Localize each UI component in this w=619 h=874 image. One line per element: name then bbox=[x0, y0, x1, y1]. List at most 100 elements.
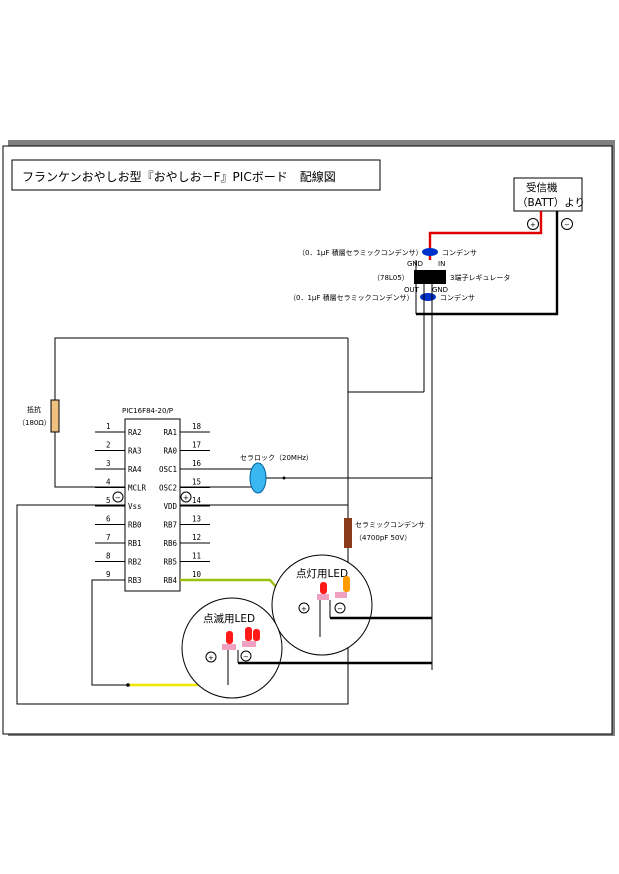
pin-number: 15 bbox=[192, 478, 201, 487]
vss-minus-sign: − bbox=[115, 494, 121, 502]
bottom-capacitor-name: コンデンサ bbox=[440, 293, 475, 302]
blink-led-plus: + bbox=[208, 654, 214, 662]
pin-number: 3 bbox=[106, 459, 111, 468]
vss-ground-loop bbox=[16, 504, 349, 705]
blink-led-red2 bbox=[245, 627, 252, 641]
pin-label: RB7 bbox=[163, 521, 177, 530]
resistor bbox=[50, 399, 60, 433]
blink-led-minus: − bbox=[243, 653, 249, 661]
pin-number: 7 bbox=[106, 533, 111, 542]
pin-label: RA1 bbox=[163, 428, 177, 437]
voltage-regulator bbox=[414, 270, 446, 284]
chip-name: PIC16F84-20/P bbox=[122, 407, 173, 415]
pin-label: RB6 bbox=[163, 539, 177, 548]
pin-label: OSC2 bbox=[159, 484, 177, 493]
pin-number: 11 bbox=[192, 552, 201, 561]
top-capacitor bbox=[422, 248, 438, 256]
pin-number: 8 bbox=[106, 552, 111, 561]
receiver-plus-marker bbox=[527, 218, 539, 230]
vdd-top-rail bbox=[54, 337, 348, 400]
pin-number: 2 bbox=[106, 441, 111, 450]
pin-number: 17 bbox=[192, 441, 201, 450]
receiver-line2: （BATT）より bbox=[517, 197, 585, 209]
pin-number: 14 bbox=[192, 496, 202, 505]
vdd-plus-sign: + bbox=[183, 494, 189, 502]
pic-chip bbox=[124, 418, 181, 592]
pin-label: RA4 bbox=[128, 465, 142, 474]
on-led-base bbox=[335, 592, 347, 598]
pin-label: OSC1 bbox=[159, 465, 177, 474]
pin-label: RA2 bbox=[128, 428, 142, 437]
pin-label: RB3 bbox=[128, 576, 142, 585]
on-led-orange bbox=[343, 576, 350, 592]
pin-label: VDD bbox=[163, 502, 177, 511]
pin-label: Vss bbox=[128, 502, 142, 511]
pin-number: 10 bbox=[192, 570, 202, 579]
receiver-plus-sign: + bbox=[530, 221, 536, 229]
ceralock bbox=[249, 462, 267, 494]
blink-led-red bbox=[226, 631, 233, 644]
pin-label: RA3 bbox=[128, 447, 142, 456]
resistor-value: （180Ω） bbox=[18, 419, 51, 427]
regulator-name: 3端子レギュレータ bbox=[450, 273, 510, 282]
pin-label: MCLR bbox=[128, 484, 147, 493]
blink-led-label: 点滅用LED bbox=[203, 613, 255, 625]
receiver-box bbox=[513, 177, 583, 212]
pin-label: RB5 bbox=[163, 558, 177, 567]
bottom-capacitor bbox=[420, 293, 436, 301]
pin-number: 13 bbox=[192, 515, 201, 524]
top-capacitor-name: コンデンサ bbox=[442, 248, 477, 257]
ceramic-capacitor bbox=[344, 518, 352, 548]
receiver-minus-sign: − bbox=[564, 221, 570, 229]
title-box bbox=[11, 159, 381, 191]
regulator-gnd-top: GND bbox=[407, 260, 423, 268]
blink-led-red3 bbox=[253, 629, 260, 641]
bottom-capacitor-desc: （0．1μF 積層セラミックコンデンサ） bbox=[289, 293, 414, 302]
receiver-line1: 受信機 bbox=[526, 181, 558, 194]
on-led-base bbox=[317, 594, 329, 600]
junction bbox=[282, 476, 286, 480]
ceramic-cap-value: （4700pF 50V） bbox=[355, 534, 411, 542]
resistor-name: 抵抗 bbox=[27, 405, 41, 414]
on-led-plus: + bbox=[301, 605, 307, 613]
pin-number: 12 bbox=[192, 533, 201, 542]
regulator-model: （78L05） bbox=[373, 274, 409, 282]
on-led-plus-marker bbox=[298, 602, 310, 614]
pin-number: 6 bbox=[106, 515, 111, 524]
vss-minus-marker bbox=[112, 491, 124, 503]
regulator-in: IN bbox=[438, 260, 445, 268]
pin-label: RB4 bbox=[163, 576, 177, 585]
receiver-minus-marker bbox=[561, 218, 573, 230]
blink-led-minus-marker bbox=[240, 650, 252, 662]
on-led-minus: − bbox=[337, 605, 343, 613]
top-capacitor-desc: （0．1μF 積層セラミックコンデンサ） bbox=[298, 248, 423, 257]
ceralock-label: セラロック（20MHz） bbox=[240, 454, 313, 462]
pin-number: 5 bbox=[106, 496, 111, 505]
ceramic-cap-name: セラミックコンデンサ bbox=[355, 520, 425, 529]
pin-label: RA0 bbox=[163, 447, 177, 456]
on-led-minus-marker bbox=[334, 602, 346, 614]
diagram-title: フランケンおやしお型『おやしお－F』PICボード 配線図 bbox=[22, 169, 336, 184]
pin-number: 4 bbox=[106, 478, 111, 487]
pin-number: 16 bbox=[192, 459, 202, 468]
on-led-red bbox=[320, 582, 327, 594]
rb3-wire bbox=[91, 579, 128, 686]
blink-led-base bbox=[242, 641, 256, 647]
battery-plus-wire bbox=[428, 211, 543, 260]
pin-number: 1 bbox=[106, 422, 111, 431]
blink-led-base bbox=[222, 644, 236, 650]
regulator-gnd-bot: GND bbox=[432, 286, 448, 294]
pin-label: RB1 bbox=[128, 539, 142, 548]
battery-minus-wire bbox=[416, 211, 559, 316]
pin-number: 18 bbox=[192, 422, 202, 431]
junction bbox=[126, 683, 130, 687]
pin-label: RB2 bbox=[128, 558, 142, 567]
pin-label: RB0 bbox=[128, 521, 142, 530]
regulator-out: OUT bbox=[404, 286, 420, 294]
vdd-plus-marker bbox=[180, 491, 192, 503]
on-led-label: 点灯用LED bbox=[296, 568, 348, 580]
pin-number: 9 bbox=[106, 570, 111, 579]
